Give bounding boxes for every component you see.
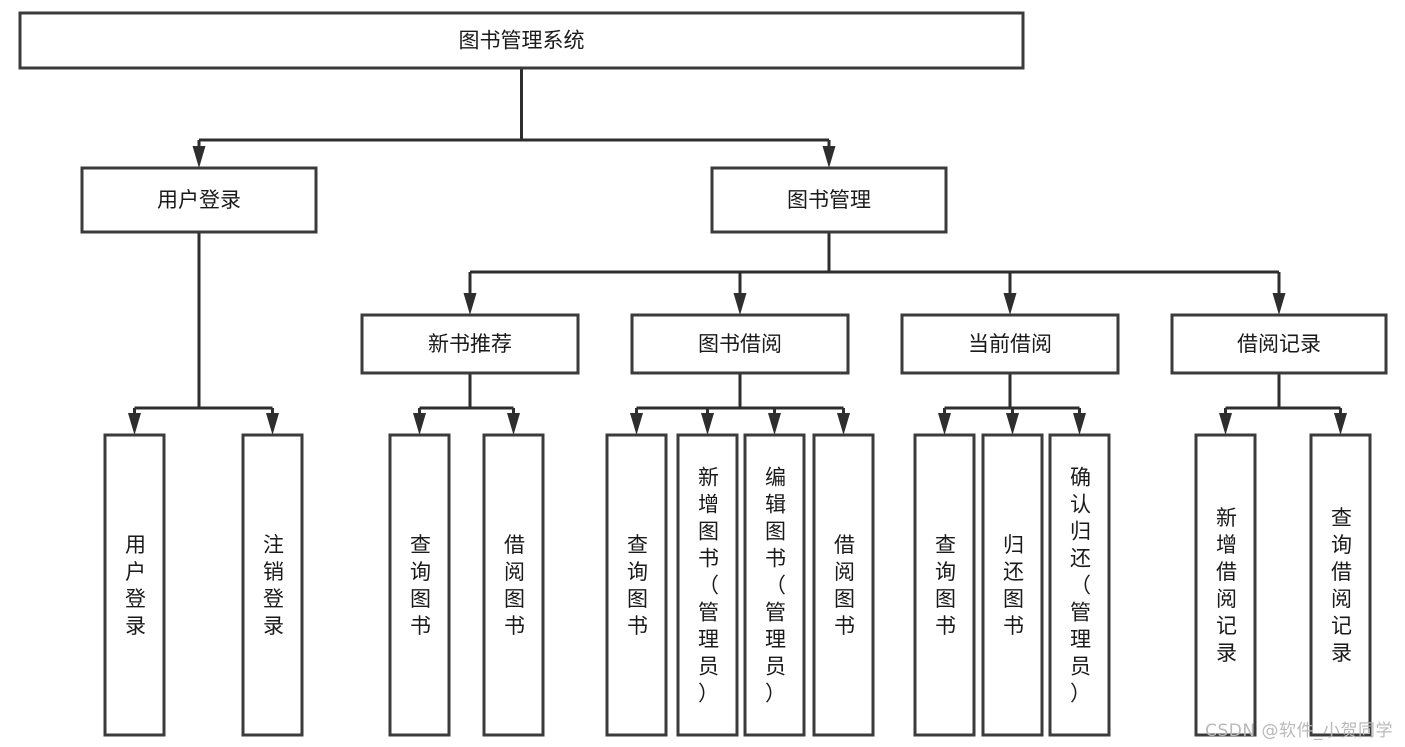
arrow-head-icon (1073, 413, 1086, 435)
node-label-leaf-query-record: 查询借阅记录 (1331, 506, 1352, 665)
node-box-leaf-query-book-recommend[interactable] (388, 433, 451, 737)
node-label-leaf-query-book-current: 查询图书 (935, 533, 956, 638)
node-box-leaf-edit-book[interactable] (743, 433, 806, 737)
node-leaf-edit-book[interactable]: 编辑图书（管理员） (743, 433, 806, 737)
node-label-leaf-logout: 注销登录 (263, 533, 284, 638)
node-leaf-user-login[interactable]: 用户登录 (103, 433, 166, 737)
node-box-leaf-logout[interactable] (241, 433, 304, 737)
arrow-head-icon (768, 413, 781, 435)
arrow-head-icon (1219, 413, 1232, 435)
arrow-head-icon (507, 413, 520, 435)
node-leaf-logout[interactable]: 注销登录 (241, 433, 304, 737)
connector-group (128, 232, 279, 435)
node-label-leaf-confirm-return: 确认归还（管理员） (1070, 466, 1091, 706)
node-box-book-manage[interactable] (710, 166, 948, 234)
node-borrow-record[interactable]: 借阅记录 (1170, 313, 1388, 375)
node-new-book-recommend[interactable]: 新书推荐 (360, 313, 580, 375)
node-box-leaf-query-book-borrow[interactable] (605, 433, 668, 737)
arrow-head-icon (1006, 413, 1019, 435)
node-label-leaf-add-book: 新增图书（管理员） (698, 466, 719, 706)
arrow-head-icon (192, 146, 206, 168)
node-label-leaf-query-book-recommend: 查询图书 (410, 533, 431, 638)
connector-group (413, 373, 520, 435)
node-leaf-add-book[interactable]: 新增图书（管理员） (676, 433, 739, 737)
arrow-head-icon (463, 293, 477, 315)
node-label-leaf-edit-book: 编辑图书（管理员） (765, 466, 786, 706)
node-box-leaf-add-book[interactable] (676, 433, 739, 737)
arrow-head-icon (733, 293, 747, 315)
node-box-book-borrow[interactable] (630, 313, 850, 375)
node-box-leaf-user-login[interactable] (103, 433, 166, 737)
node-box-current-borrow[interactable] (900, 313, 1120, 375)
node-label-leaf-query-book-borrow: 查询图书 (627, 533, 648, 638)
node-box-leaf-add-record[interactable] (1194, 433, 1257, 737)
connector-group (463, 232, 1286, 315)
watermark-label: CSDN @软件_小贺同学 (1205, 721, 1393, 741)
node-leaf-query-book-current[interactable]: 查询图书 (913, 433, 976, 737)
node-label-leaf-borrow-book: 借阅图书 (834, 533, 855, 638)
node-user-login[interactable]: 用户登录 (80, 166, 318, 234)
node-leaf-borrow-book[interactable]: 借阅图书 (812, 433, 875, 737)
node-box-root[interactable] (18, 11, 1025, 70)
node-label-user-login: 用户登录 (157, 188, 241, 212)
node-label-book-borrow: 图书借阅 (698, 332, 782, 356)
node-root[interactable]: 图书管理系统 (18, 11, 1025, 70)
arrow-head-icon (266, 413, 279, 435)
connector-group (192, 68, 836, 168)
node-box-user-login[interactable] (80, 166, 318, 234)
node-leaf-query-book-recommend[interactable]: 查询图书 (388, 433, 451, 737)
node-leaf-add-record[interactable]: 新增借阅记录 (1194, 433, 1257, 737)
node-box-new-book-recommend[interactable] (360, 313, 580, 375)
arrow-head-icon (837, 413, 850, 435)
arrow-head-icon (1334, 413, 1347, 435)
node-box-borrow-record[interactable] (1170, 313, 1388, 375)
node-box-leaf-confirm-return[interactable] (1048, 433, 1111, 737)
arrow-head-icon (822, 146, 836, 168)
arrow-head-icon (701, 413, 714, 435)
node-leaf-query-book-borrow[interactable]: 查询图书 (605, 433, 668, 737)
connector-group (630, 373, 850, 435)
connector-group (938, 373, 1086, 435)
node-book-manage[interactable]: 图书管理 (710, 166, 948, 234)
connector-layer (128, 68, 1347, 435)
node-leaf-query-record[interactable]: 查询借阅记录 (1309, 433, 1372, 737)
node-label-leaf-add-record: 新增借阅记录 (1216, 506, 1237, 665)
node-label-leaf-user-login: 用户登录 (125, 533, 146, 638)
arrow-head-icon (413, 413, 426, 435)
arrow-head-icon (938, 413, 951, 435)
node-label-root: 图书管理系统 (459, 29, 585, 53)
arrow-head-icon (630, 413, 643, 435)
arrow-head-icon (1272, 293, 1286, 315)
node-label-current-borrow: 当前借阅 (968, 332, 1052, 356)
node-leaf-borrow-book-recommend[interactable]: 借阅图书 (482, 433, 545, 737)
node-box-leaf-query-record[interactable] (1309, 433, 1372, 737)
connector-group (1219, 373, 1347, 435)
node-book-borrow[interactable]: 图书借阅 (630, 313, 850, 375)
node-box-leaf-return-book[interactable] (981, 433, 1044, 737)
node-layer: 图书管理系统用户登录图书管理新书推荐图书借阅当前借阅借阅记录用户登录注销登录查询… (18, 11, 1388, 737)
node-leaf-return-book[interactable]: 归还图书 (981, 433, 1044, 737)
node-box-leaf-query-book-current[interactable] (913, 433, 976, 737)
arrow-head-icon (1003, 293, 1017, 315)
node-current-borrow[interactable]: 当前借阅 (900, 313, 1120, 375)
node-label-book-manage: 图书管理 (787, 188, 871, 212)
node-box-leaf-borrow-book-recommend[interactable] (482, 433, 545, 737)
node-label-leaf-return-book: 归还图书 (1003, 533, 1024, 638)
node-leaf-confirm-return[interactable]: 确认归还（管理员） (1048, 433, 1111, 737)
node-box-leaf-borrow-book[interactable] (812, 433, 875, 737)
node-label-new-book-recommend: 新书推荐 (428, 332, 512, 356)
arrow-head-icon (128, 413, 141, 435)
node-label-borrow-record: 借阅记录 (1237, 332, 1321, 356)
node-label-leaf-borrow-book-recommend: 借阅图书 (504, 533, 525, 638)
